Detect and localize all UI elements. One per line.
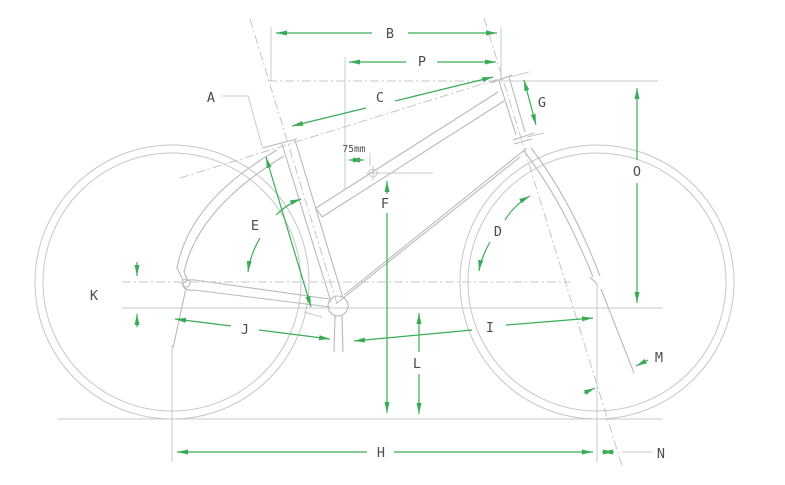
- standover-point-icon: [366, 166, 380, 180]
- frame-outline: [172, 74, 635, 374]
- dim-label-e: E: [251, 218, 259, 234]
- dim-label-p: P: [418, 54, 426, 70]
- standover-offset-label: 75mm: [343, 144, 366, 155]
- dim-label-k: K: [90, 288, 99, 304]
- dim-label-m: M: [655, 350, 663, 366]
- dim-label-g: G: [538, 95, 546, 111]
- dim-label-d: D: [494, 224, 502, 240]
- dim-label-i: I: [486, 320, 494, 336]
- dim-label-b: B: [386, 26, 394, 42]
- reference-lines: [58, 17, 663, 467]
- dim-label-j: J: [241, 322, 249, 338]
- dim-label-a: A: [207, 90, 215, 106]
- dim-label-n: N: [657, 446, 665, 462]
- dim-label-l: L: [413, 356, 421, 372]
- dim-label-f: F: [381, 196, 389, 212]
- dimension-arrows: [134, 30, 649, 455]
- dim-label-c: C: [376, 90, 384, 106]
- dim-label-h: H: [377, 445, 385, 461]
- dim-label-o: O: [633, 164, 641, 180]
